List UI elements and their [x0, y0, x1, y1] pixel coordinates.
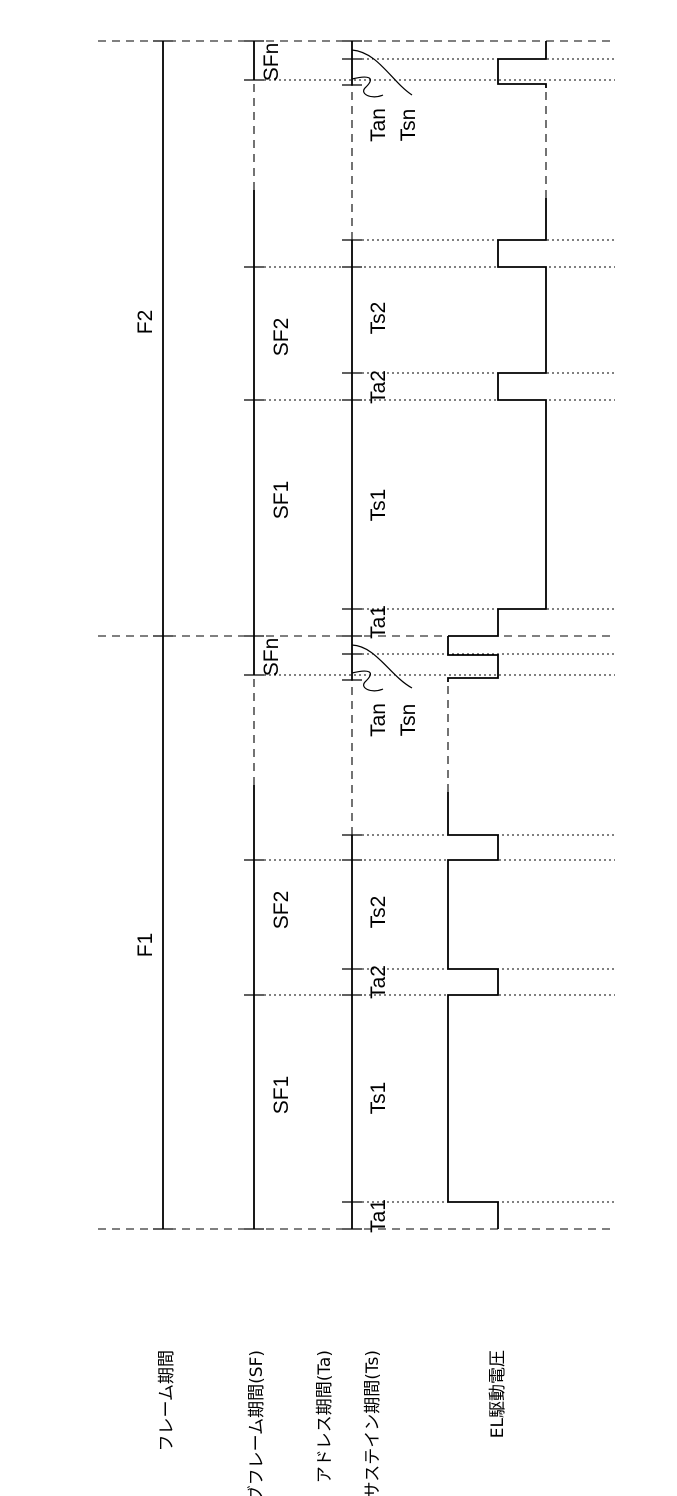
frame-period-row: F1 F2 [134, 41, 173, 1229]
f1-tan-leader [352, 671, 383, 691]
f1-tan-label: Tan [367, 703, 390, 737]
el-drive-voltage-label: EL駆動電圧 [488, 1350, 508, 1438]
f1-ta1-label: Ta1 [367, 1199, 390, 1233]
f1-tsn-label: Tsn [397, 704, 420, 737]
f1-sf1-label: SF1 [270, 1076, 293, 1115]
sustain-period-label: サステイン期間(Ts) [363, 1350, 383, 1496]
f2-sf1-label: SF1 [270, 481, 293, 520]
el-drive-voltage-waveform [448, 41, 546, 1229]
row-labels: フレーム期間 サブフレーム期間(SF) アドレス期間(Ta) サステイン期間(T… [157, 1350, 508, 1496]
f1-tsn-leader [352, 645, 412, 688]
f1-sf2-label: SF2 [270, 891, 293, 930]
f2-waveform [448, 198, 546, 636]
f1-ts1-label: Ts1 [367, 1082, 390, 1115]
subframe-row: SF1 SF2 SFn SF1 SF2 SFn [244, 41, 293, 1229]
frame-period-label: フレーム期間 [157, 1350, 177, 1452]
f1-sfn-label: SFn [260, 638, 283, 677]
f2-waveform-end [498, 41, 546, 88]
f1-ts2-label: Ts2 [367, 896, 390, 929]
address-period-label: アドレス期間(Ta) [315, 1350, 335, 1483]
f2-tsn-leader [352, 50, 412, 95]
guide-lines [254, 59, 615, 1202]
f1-ta2-label: Ta2 [367, 965, 390, 999]
frame-f2-label: F2 [134, 310, 157, 335]
f2-ta2-label: Ta2 [367, 370, 390, 404]
f2-sfn-label: SFn [260, 43, 283, 82]
f2-sf2-label: SF2 [270, 318, 293, 357]
f2-tan-label: Tan [367, 108, 390, 142]
frame-boundaries [98, 41, 615, 1229]
f2-ts1-label: Ts1 [367, 489, 390, 522]
f2-ta1-label: Ta1 [367, 605, 390, 639]
f2-ts2-label: Ts2 [367, 302, 390, 335]
address-sustain-row: Ta1 Ts1 Ta2 Ts2 Tan Tsn Ta1 Ts1 Ta2 Ts2 … [342, 41, 420, 1233]
f1-waveform [448, 792, 498, 1229]
f2-tan-leader [352, 77, 383, 97]
frame-f1-label: F1 [134, 933, 157, 958]
f2-tsn-label: Tsn [397, 109, 420, 142]
subframe-period-label: サブフレーム期間(SF) [246, 1350, 267, 1496]
